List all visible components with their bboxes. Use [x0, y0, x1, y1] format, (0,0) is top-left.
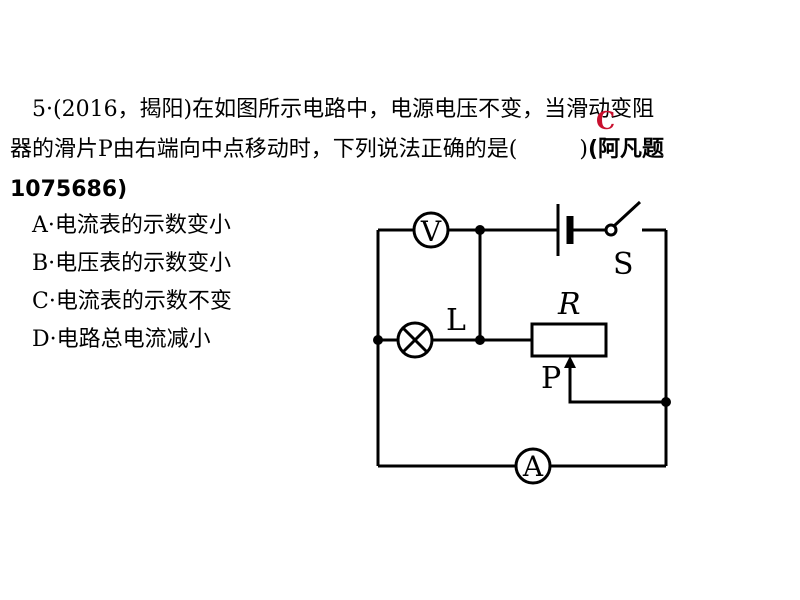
option-d-text: D·电路总电流减小 [32, 327, 211, 352]
ammeter-label: A [522, 450, 544, 483]
ammeter-symbol: A [514, 447, 552, 485]
question-text-2: 器的滑片P由右端向中点移动时，下列说法正确的是( [10, 137, 518, 162]
voltmeter-symbol: V [412, 211, 450, 249]
voltmeter-circle [412, 211, 450, 249]
lamp-label: L [446, 303, 466, 338]
slider-arrow-icon [564, 356, 576, 368]
answer-mark: C [596, 106, 616, 135]
resistor-label: R [557, 287, 581, 322]
question-line-2: 器的滑片P由右端向中点移动时，下列说法正确的是()(阿凡题 [10, 136, 664, 164]
slider-label: P [541, 361, 561, 396]
option-d[interactable]: D·电路总电流减小 [32, 326, 211, 354]
lamp-symbol: L [396, 303, 466, 359]
voltmeter-label: V [420, 215, 442, 248]
option-a-text: A·电流表的示数变小 [32, 213, 231, 238]
rheostat-symbol: R P [530, 287, 608, 396]
option-c-text: C·电流表的示数不变 [32, 289, 232, 314]
option-a[interactable]: A·电流表的示数变小 [32, 212, 231, 240]
source-id: 1075686) [10, 177, 128, 202]
switch-symbol: S [604, 200, 642, 282]
source-label: (阿凡题 [587, 137, 665, 162]
switch-label: S [613, 247, 634, 282]
question-line-1: 5·(2016，揭阳)在如图所示电路中，电源电压不变，当滑动变阻 [32, 96, 654, 124]
question-line-3: 1075686) [10, 176, 127, 204]
question-close-paren: ) [579, 137, 588, 162]
battery-symbol [556, 204, 574, 256]
option-b-text: B·电压表的示数变小 [32, 251, 232, 276]
option-c[interactable]: C·电流表的示数不变 [32, 288, 232, 316]
question-text-1: 5·(2016，揭阳)在如图所示电路中，电源电压不变，当滑动变阻 [32, 97, 655, 122]
option-b[interactable]: B·电压表的示数变小 [32, 250, 231, 278]
junction-dots [373, 225, 671, 407]
circuit-wires [376, 228, 668, 468]
